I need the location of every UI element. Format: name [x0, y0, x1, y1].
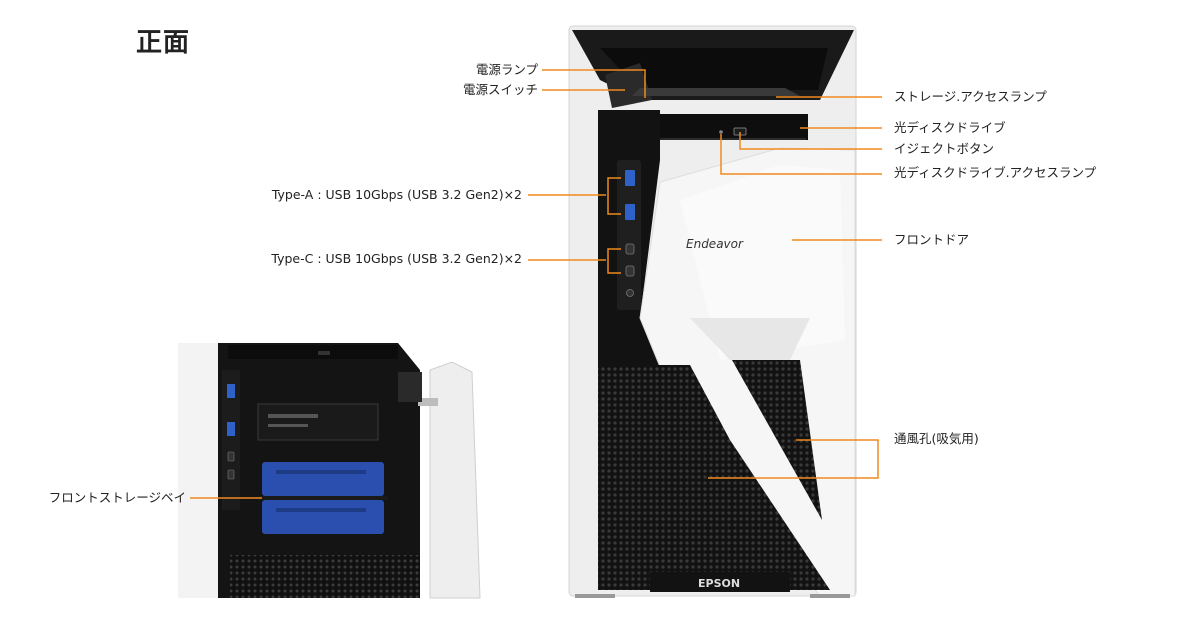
- inset-open-door-photo: [178, 343, 481, 599]
- model-logo: Endeavor: [686, 237, 744, 251]
- pc-tower: [568, 25, 857, 598]
- label-front-door: フロントドア: [894, 232, 970, 247]
- page-title: 正面: [136, 28, 191, 58]
- label-front-storage-bay: フロントストレージベイ: [48, 490, 186, 505]
- leader-lines: [190, 69, 882, 499]
- label-usb-type-c: Type-C : USB 10Gbps (USB 3.2 Gen2)×2: [271, 251, 522, 266]
- label-vent: 通風孔(吸気用): [894, 431, 979, 446]
- label-storage-access-lamp: ストレージ.アクセスランプ: [894, 89, 1047, 104]
- label-eject-button: イジェクトボタン: [894, 141, 995, 156]
- label-power-lamp: 電源ランプ: [475, 62, 538, 77]
- label-optical-access-lamp: 光ディスクドライブ.アクセスランプ: [894, 165, 1097, 180]
- brand-logo: EPSON: [698, 577, 740, 590]
- label-optical-drive: 光ディスクドライブ: [894, 120, 1006, 135]
- label-power-switch: 電源スイッチ: [462, 82, 538, 97]
- label-usb-type-a: Type-A : USB 10Gbps (USB 3.2 Gen2)×2: [271, 187, 522, 202]
